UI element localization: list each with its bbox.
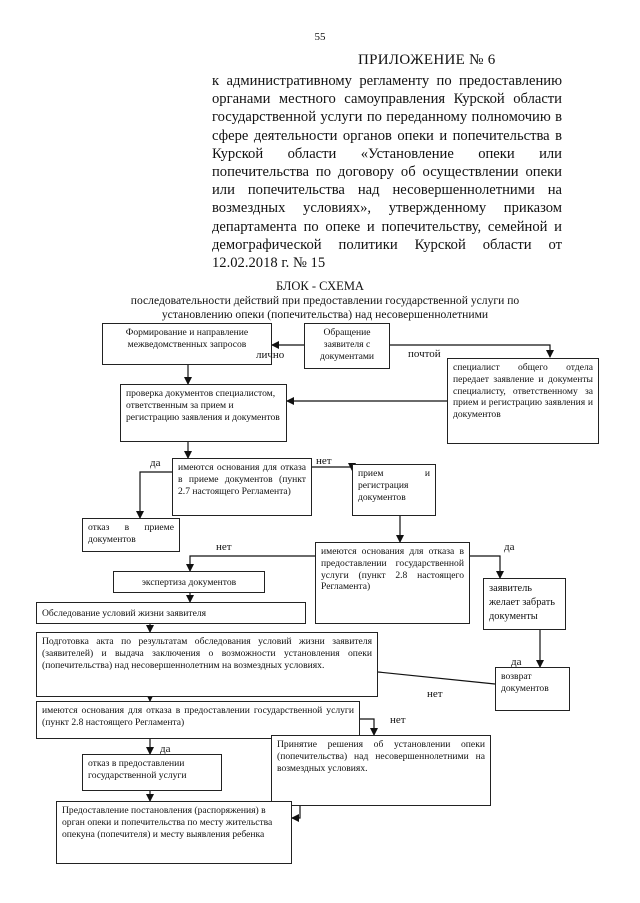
line-no-to-return-docs	[377, 671, 496, 685]
arrow-yes-to-wants-back	[470, 555, 504, 579]
box-reception-refusal-grounds: имеются основания для отказа в приеме до…	[172, 458, 312, 516]
arrow-no-to-reception	[312, 463, 356, 471]
appendix-body: к административному регламенту по предос…	[212, 73, 562, 272]
box-living-conditions-inspection: Обследование условий жизни заявителя	[36, 602, 306, 624]
arrow-no-to-decision	[360, 718, 378, 736]
appendix-title: ПРИЛОЖЕНИЕ № 6	[358, 52, 496, 68]
box-service-refusal-grounds: имеются основания для отказа в предостав…	[315, 542, 470, 624]
box-applicant-wants-return: заявитель желает забрать документы	[483, 578, 566, 630]
arrow-decision-to-resolution	[291, 806, 301, 822]
label-by-mail: почтой	[408, 348, 441, 360]
label-yes-return-docs: да	[511, 656, 522, 668]
arrow-application-to-general-dept	[390, 344, 554, 358]
box-document-check: проверка документов специалистом, ответс…	[120, 384, 287, 442]
flowchart-title: БЛОК - СХЕМА	[276, 279, 364, 293]
box-service-refusal: отказ в предоставлении государственной у…	[82, 754, 222, 791]
label-in-person: лично	[256, 349, 285, 361]
box-resolution-submission: Предоставление постановления (распоряжен…	[56, 801, 292, 864]
label-no-to-decision: нет	[390, 714, 406, 726]
arrow-no-to-expertise	[186, 555, 315, 572]
arrow-yes-to-refusal-reception	[136, 471, 172, 519]
box-service-refusal-grounds-2: имеются основания для отказа в предостав…	[36, 701, 360, 739]
box-general-dept-specialist: специалист общего отдела передает заявле…	[447, 358, 599, 444]
box-reception-refusal: отказ в приеме документов	[82, 518, 180, 552]
label-no-to-reception: нет	[316, 455, 332, 467]
flowchart-subtitle: последовательности действий при предоста…	[130, 294, 520, 321]
label-yes-refusal-reception: да	[150, 457, 161, 469]
label-yes-to-wants-back: да	[504, 541, 515, 553]
label-no-return-docs: нет	[427, 688, 443, 700]
box-guardianship-decision: Принятие решения об установлении опеки (…	[271, 735, 491, 806]
label-yes-service-refusal: да	[160, 743, 171, 755]
box-interagency-requests: Формирование и направление межведомствен…	[102, 323, 272, 365]
box-document-expertise: экспертиза документов	[113, 571, 265, 593]
page-number: 55	[314, 31, 326, 43]
box-act-preparation: Подготовка акта по результатам обследова…	[36, 632, 378, 697]
box-applicant-application: Обращение заявителя с документами	[304, 323, 390, 369]
box-reception-registration: прием и регистрация документов	[352, 464, 436, 516]
box-documents-return: возврат документов	[495, 667, 570, 711]
label-no-to-expertise: нет	[216, 541, 232, 553]
